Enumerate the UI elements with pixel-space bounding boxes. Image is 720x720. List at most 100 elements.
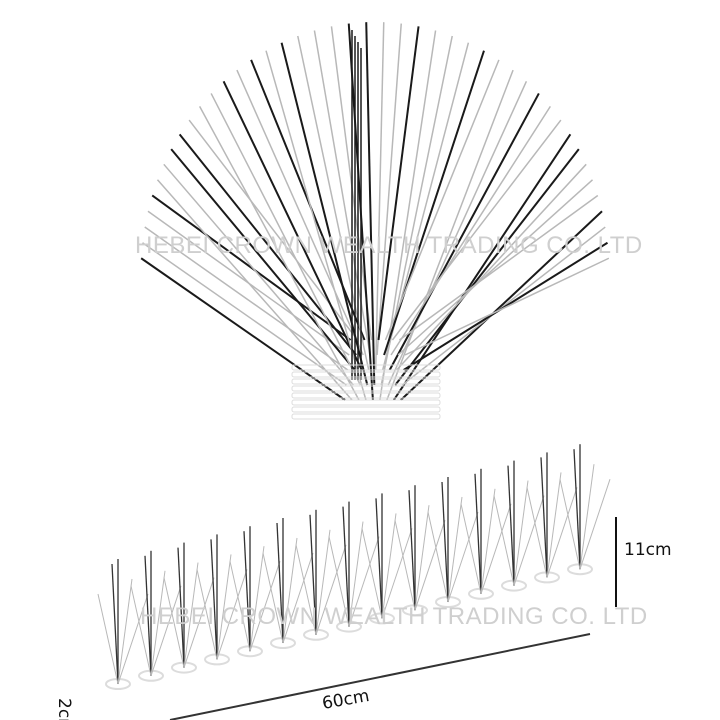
spike [447,511,479,603]
spike [391,119,562,341]
spike [117,578,133,685]
spike [282,552,314,644]
spike [348,521,364,627]
spike [130,585,152,676]
spike [401,226,606,386]
spike [170,148,356,371]
spike [262,552,284,644]
spike-base [291,392,441,399]
spike [404,257,610,356]
spike-base [291,371,441,378]
spike [386,69,514,401]
spike [397,179,594,356]
spike [216,554,232,660]
spike [156,179,353,401]
spike [183,577,215,668]
spike [441,481,449,603]
spike [579,479,611,570]
spike [376,23,402,356]
spike [375,498,383,619]
spike [198,106,360,401]
spike [111,563,119,685]
spike [229,561,251,652]
spike [295,544,317,635]
spike [398,194,599,341]
spike [540,457,548,578]
spike-base [291,399,441,406]
spike-base [291,406,441,413]
spike [222,80,363,371]
spike [403,241,609,371]
spike [249,561,281,652]
spike [393,133,572,401]
spike [142,242,347,386]
spike [513,480,529,586]
spike [377,26,420,341]
spike [387,81,528,386]
width-dimension-label: 2cm [54,698,74,720]
spike [408,490,416,611]
spike [394,520,416,611]
spike [414,520,446,611]
spike [144,555,152,676]
spike-base [291,364,441,371]
spike [144,226,349,371]
height-dimension-label: 11cm [624,540,672,560]
spike [163,163,354,386]
spike [381,513,397,619]
spike [250,59,366,341]
spike [276,522,284,644]
spike [177,547,185,668]
spike [513,495,545,586]
spike-base [291,413,441,420]
spike [414,505,430,611]
spike [460,503,482,594]
spike [315,529,331,635]
spike [328,536,350,627]
spike [117,593,149,685]
spike [150,585,182,676]
spike [249,546,265,652]
spike [384,59,500,341]
spike [493,495,515,586]
watermark-top: HEBEI CROWN WEALTH TRADING CO. LTD [135,232,643,259]
spike [388,92,540,371]
spike [546,487,578,578]
watermark-bottom: HEBEI CROWN WEALTH TRADING CO. LTD [140,603,648,630]
spike [400,210,603,401]
spike [480,503,512,594]
spike [196,569,218,660]
length-dimension-line [169,633,591,720]
spike-base [291,378,441,385]
spike [151,194,352,341]
spike [243,531,251,652]
spike [163,577,185,668]
spike [559,479,581,570]
spike [309,514,317,635]
spike [315,544,347,635]
spike [474,473,482,594]
spike [390,105,551,356]
spike [97,593,119,685]
spike [280,42,369,386]
spike [427,511,449,603]
spike [210,93,362,386]
spike [447,496,463,603]
spike-base [291,385,441,392]
spike [236,69,364,356]
spike [361,528,383,619]
spike [342,506,350,627]
spike [579,464,595,570]
spike [546,472,562,578]
spike [216,569,248,660]
spike [265,50,367,401]
spike [365,22,376,386]
spike [507,465,515,586]
spike [140,257,346,401]
spike [374,22,385,371]
spike [297,35,370,371]
spike [381,528,413,619]
